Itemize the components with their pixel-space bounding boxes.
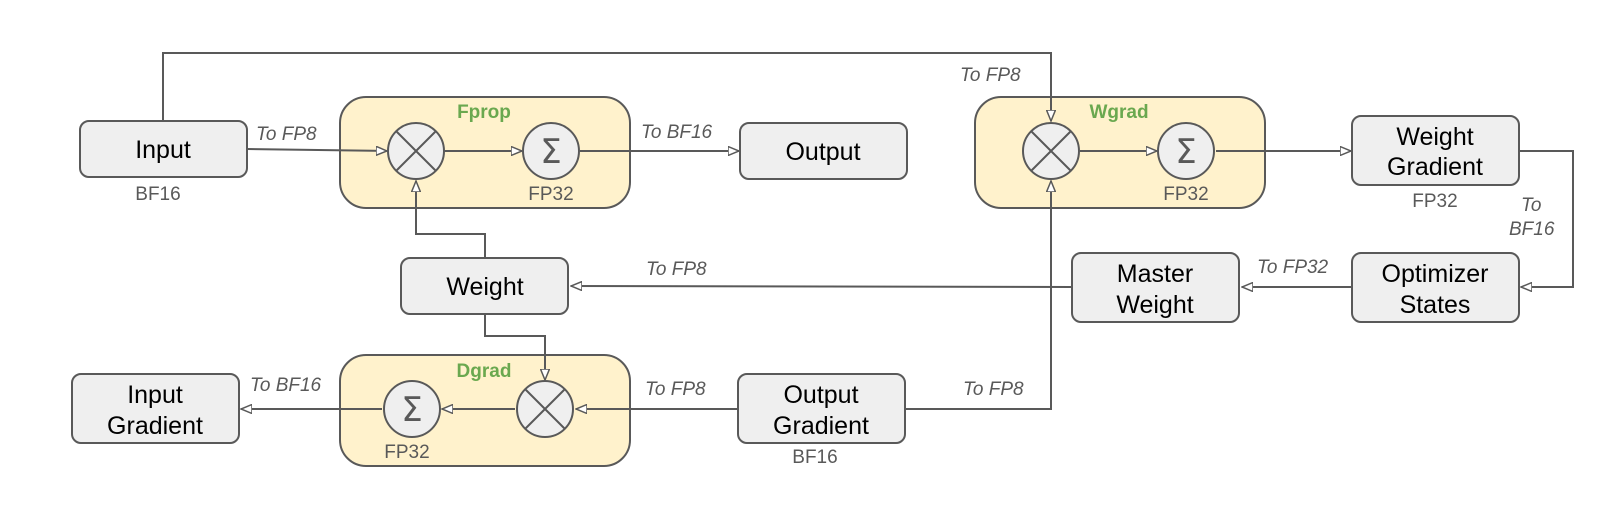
cast-output-gradient-to-wgrad: To FP8 (963, 379, 1024, 400)
wgrad-accum-dtype: FP32 (1163, 184, 1208, 205)
weight-gradient-node: Weight Gradient (1351, 115, 1520, 186)
circled-times-icon (524, 388, 566, 430)
weight-label: Weight (446, 273, 523, 301)
edge-master-to-weight (571, 286, 1072, 287)
master-weight-node: Master Weight (1071, 252, 1240, 323)
master-weight-line-2: Weight (1116, 291, 1193, 319)
fprop-group: Fprop (339, 96, 631, 209)
sigma-icon: Σ (540, 132, 561, 172)
cast-weight-gradient-to-optimizer-line-1: To (1521, 195, 1541, 216)
dgrad-accum-dtype: FP32 (384, 442, 429, 463)
edge-input-to-wgrad (162, 52, 1051, 121)
wgrad-sum-op: Σ (1157, 122, 1215, 180)
cast-master-to-weight: To FP8 (646, 259, 707, 280)
dgrad-multiply-op (516, 380, 574, 438)
weight-gradient-line-1: Weight (1396, 123, 1473, 151)
circled-times-icon (395, 130, 437, 172)
input-dtype: BF16 (135, 184, 180, 205)
input-node: Input (79, 120, 248, 178)
weight-node: Weight (400, 257, 569, 315)
input-gradient-line-1: Input (127, 381, 183, 409)
output-gradient-node: Output Gradient (737, 373, 906, 444)
edge-weight-to-dgrad-mul (484, 314, 545, 380)
optimizer-states-line-2: States (1400, 291, 1471, 319)
sigma-icon: Σ (1175, 132, 1196, 172)
fprop-title: Fprop (457, 102, 511, 123)
weight-gradient-line-2: Gradient (1387, 153, 1483, 181)
fprop-sum-op: Σ (522, 122, 580, 180)
input-gradient-line-2: Gradient (107, 412, 203, 440)
output-label: Output (785, 138, 860, 166)
circled-times-icon (1030, 130, 1072, 172)
optimizer-states-node: Optimizer States (1351, 252, 1520, 323)
cast-input-to-fprop: To FP8 (256, 124, 317, 145)
cast-output-gradient-to-dgrad: To FP8 (645, 379, 706, 400)
edge-weight-to-fprop-mul (416, 181, 486, 257)
output-gradient-line-2: Gradient (773, 412, 869, 440)
sigma-icon: Σ (401, 390, 422, 430)
wgrad-title: Wgrad (1089, 102, 1148, 123)
cast-fprop-to-output: To BF16 (641, 122, 713, 143)
output-gradient-line-1: Output (783, 381, 858, 409)
fprop-accum-dtype: FP32 (528, 184, 573, 205)
output-gradient-dtype: BF16 (792, 447, 837, 468)
input-label: Input (135, 136, 191, 164)
wgrad-group: Wgrad (974, 96, 1266, 209)
edge-weight-gradient-to-optimizer (1520, 150, 1574, 287)
edge-input-to-fprop-mul (246, 149, 387, 151)
input-gradient-node: Input Gradient (71, 373, 240, 444)
connectors (162, 52, 1574, 410)
cast-weight-gradient-to-optimizer-line-2: BF16 (1509, 219, 1555, 240)
cast-optimizer-to-master: To FP32 (1257, 257, 1329, 278)
master-weight-line-1: Master (1117, 260, 1193, 288)
output-node: Output (739, 122, 908, 180)
fprop-multiply-op (387, 122, 445, 180)
cast-input-to-wgrad: To FP8 (960, 65, 1021, 86)
optimizer-states-line-1: Optimizer (1382, 260, 1489, 288)
dgrad-title: Dgrad (457, 361, 512, 382)
wgrad-multiply-op (1022, 122, 1080, 180)
dgrad-sum-op: Σ (383, 380, 441, 438)
edge-output-gradient-to-wgrad (906, 181, 1051, 410)
weight-gradient-dtype: FP32 (1412, 191, 1457, 212)
cast-dgrad-to-input-gradient: To BF16 (250, 375, 322, 396)
